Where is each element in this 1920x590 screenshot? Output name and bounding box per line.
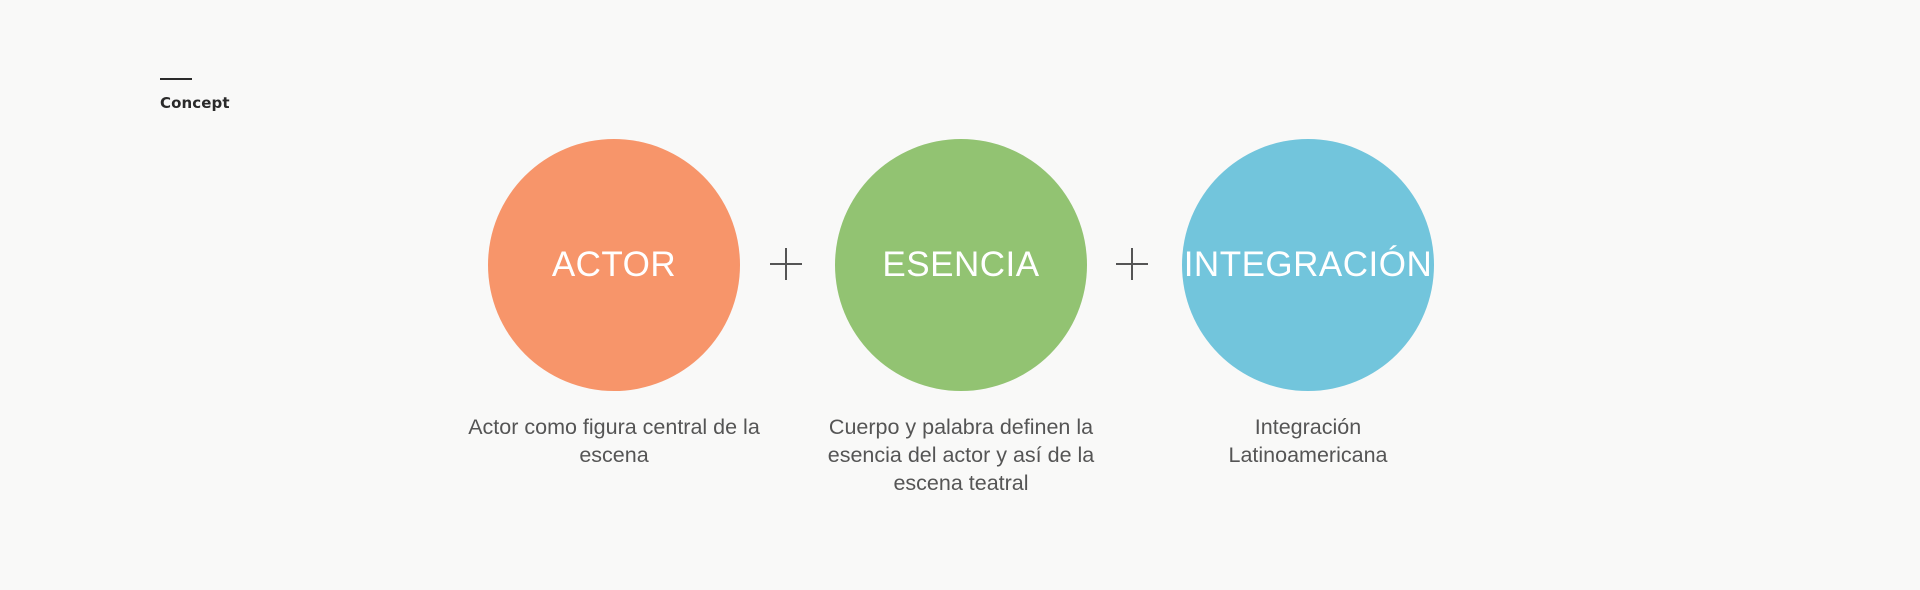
section-header: Concept (160, 78, 230, 112)
concept-title-actor: ACTOR (551, 245, 677, 284)
concept-circle-integracion: INTEGRACIÓN (1182, 139, 1434, 391)
concept-circle-esencia: ESENCIA (835, 139, 1087, 391)
plus-icon (1116, 248, 1148, 280)
concept-title-esencia: ESENCIA (882, 245, 1040, 284)
concept-description-actor: Actor como figura central de la escena (468, 415, 760, 467)
concept-title-integracion: INTEGRACIÓN (1183, 245, 1433, 284)
section-rule (160, 78, 192, 80)
concept-description-esencia: Cuerpo y palabra definen la esencia del … (827, 415, 1095, 495)
section-label: Concept (160, 94, 230, 112)
concept-description-integracion: Integración Latinoamericana (1228, 415, 1388, 467)
concept-circle-actor: ACTOR (488, 139, 740, 391)
plus-icon (770, 248, 802, 280)
